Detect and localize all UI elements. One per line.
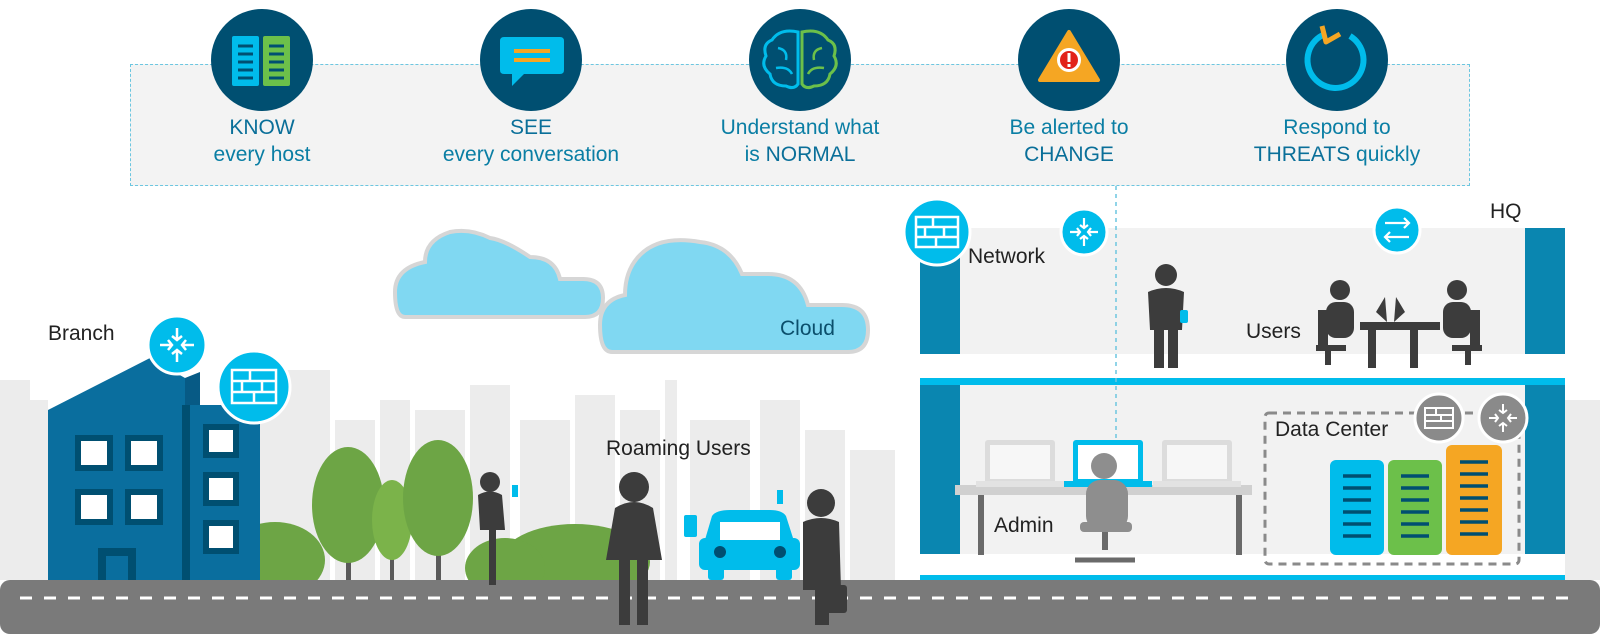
roaming-people	[478, 472, 847, 625]
hq-router-icon	[1059, 207, 1109, 257]
chat-bubble-icon	[480, 9, 582, 111]
caption-know-keyword: KNOW	[229, 116, 295, 139]
monitor-left	[976, 440, 1064, 487]
standing-user	[1148, 264, 1188, 368]
hq-switch-icon	[1372, 205, 1422, 255]
label-users: Users	[1246, 320, 1301, 343]
caption-respond-keyword: THREATS	[1253, 143, 1351, 166]
document-columns-icon	[211, 9, 313, 111]
caption-understand: Understand what is NORMAL	[680, 114, 920, 168]
admin-desk	[955, 440, 1252, 563]
roaming-woman	[606, 472, 697, 625]
label-hq: HQ	[1490, 200, 1522, 223]
desk-users	[1316, 280, 1482, 368]
banner-icons	[211, 9, 1388, 111]
caption-alerted: Be alerted to CHANGE	[949, 114, 1189, 168]
warning-triangle-icon	[1018, 9, 1120, 111]
branch-firewall-icon	[216, 349, 292, 425]
label-network: Network	[968, 245, 1046, 268]
hq-firewall-icon	[902, 197, 972, 267]
circular-arrow-icon	[1286, 9, 1388, 111]
brain-icon	[749, 9, 851, 111]
caption-understand-prefix: is	[744, 143, 766, 166]
caption-see: SEE every conversation	[411, 114, 651, 168]
caption-respond-text: Respond to	[1283, 116, 1391, 139]
caption-see-keyword: SEE	[509, 116, 553, 139]
caption-understand-keyword: NORMAL	[765, 143, 856, 166]
datacenter-firewall-icon	[1413, 392, 1465, 444]
caption-understand-text: Understand what	[720, 116, 880, 139]
admin-person	[1075, 453, 1135, 563]
road	[0, 580, 1600, 634]
label-roaming-users: Roaming Users	[606, 437, 751, 460]
label-data-center: Data Center	[1275, 418, 1389, 441]
caption-alerted-text: Be alerted to	[1009, 116, 1129, 139]
branch-router-icon	[146, 314, 208, 376]
caption-respond: Respond to THREATS quickly	[1217, 114, 1457, 168]
branch-building	[48, 358, 260, 580]
caption-respond-suffix: quickly	[1350, 143, 1421, 166]
label-branch: Branch	[48, 322, 115, 345]
car	[699, 510, 800, 580]
cloud-shapes	[392, 228, 871, 354]
caption-alerted-keyword: CHANGE	[1024, 143, 1114, 166]
caption-see-text: every conversation	[442, 143, 620, 166]
caption-know: KNOW every host	[142, 114, 382, 168]
caption-know-text: every host	[213, 143, 311, 166]
label-cloud: Cloud	[780, 317, 835, 340]
data-center	[1263, 411, 1521, 566]
label-admin: Admin	[994, 514, 1054, 537]
monitor-right	[1153, 440, 1241, 487]
roaming-man	[777, 489, 847, 625]
walking-woman	[478, 472, 518, 585]
datacenter-router-icon	[1477, 392, 1529, 444]
